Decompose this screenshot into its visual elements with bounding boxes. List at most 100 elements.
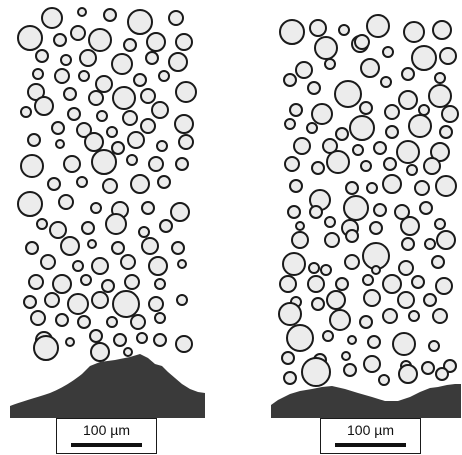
particle-circle xyxy=(306,122,318,134)
particle-circle xyxy=(439,47,457,65)
particle-circle xyxy=(106,126,118,138)
particle-circle xyxy=(175,335,193,353)
particle-circle xyxy=(338,24,350,36)
particle-circle xyxy=(65,337,75,347)
particle-circle xyxy=(382,274,402,294)
particle-circle xyxy=(23,295,37,309)
particle-circle xyxy=(347,335,357,345)
particle-circle xyxy=(443,359,457,373)
particle-circle xyxy=(322,138,338,154)
particle-circle xyxy=(146,32,166,52)
particle-circle xyxy=(156,140,168,152)
particle-circle xyxy=(363,289,381,307)
particle-circle xyxy=(359,315,373,329)
particle-circle xyxy=(123,347,133,357)
particle-circle xyxy=(154,278,166,290)
particle-circle xyxy=(89,329,103,343)
particle-circle xyxy=(311,103,333,125)
particle-circle xyxy=(17,191,43,217)
particle-circle xyxy=(436,230,456,250)
particle-circle xyxy=(419,201,433,215)
particle-circle xyxy=(434,72,446,84)
particle-circle xyxy=(111,53,133,75)
particle-circle xyxy=(278,302,302,326)
particle-circle xyxy=(76,122,92,138)
particle-circle xyxy=(352,144,364,156)
particle-circle xyxy=(400,216,420,236)
particle-circle xyxy=(91,257,109,275)
particle-circle xyxy=(293,137,311,155)
particle-circle xyxy=(408,310,420,322)
particle-circle xyxy=(67,107,81,121)
particle-circle xyxy=(111,241,125,255)
particle-circle xyxy=(153,333,167,347)
particle-circle xyxy=(55,139,65,149)
particle-circle xyxy=(373,141,387,155)
particle-circle xyxy=(359,101,373,115)
particle-circle xyxy=(140,88,156,104)
particle-circle xyxy=(120,254,136,270)
particle-circle xyxy=(392,332,416,356)
particle-circle xyxy=(322,330,334,342)
particle-circle xyxy=(148,156,164,172)
particle-circle xyxy=(335,277,349,291)
particle-circle xyxy=(111,141,125,155)
particle-circle xyxy=(324,58,336,70)
particle-circle xyxy=(360,160,372,172)
particle-circle xyxy=(52,274,72,294)
particle-circle xyxy=(283,73,297,87)
particle-circle xyxy=(382,46,394,58)
deposit-right xyxy=(271,384,461,418)
particle-circle xyxy=(87,239,97,249)
particle-circle xyxy=(432,308,448,324)
particle-circle xyxy=(428,340,440,352)
particle-circle xyxy=(174,114,194,134)
particle-circle xyxy=(122,110,138,126)
particle-circle xyxy=(77,7,87,17)
particle-circle xyxy=(324,232,340,248)
particle-circle xyxy=(382,174,402,194)
particle-circle xyxy=(17,25,43,51)
particle-circle xyxy=(326,150,350,174)
particle-circle xyxy=(20,106,32,118)
scale-bar-line xyxy=(71,443,142,447)
particle-circle xyxy=(435,367,449,381)
particle-circle xyxy=(158,70,170,82)
particle-circle xyxy=(76,176,88,188)
particle-circle xyxy=(106,316,118,328)
particle-circle xyxy=(41,7,63,29)
particle-circle xyxy=(130,174,150,194)
particle-circle xyxy=(439,125,453,139)
particle-circle xyxy=(123,38,137,52)
particle-circle xyxy=(398,260,414,276)
particle-circle xyxy=(324,216,336,228)
particle-circle xyxy=(281,351,295,365)
particle-circle xyxy=(314,36,338,60)
particle-circle xyxy=(90,202,102,214)
particle-circle xyxy=(133,73,147,87)
particle-circle xyxy=(283,371,297,385)
particle-circle xyxy=(366,14,390,38)
particle-circle xyxy=(36,218,48,230)
particle-circle xyxy=(25,241,39,255)
particle-circle xyxy=(326,290,346,310)
particle-circle xyxy=(148,256,168,276)
particle-circle xyxy=(101,279,115,293)
particle-circle xyxy=(91,149,117,175)
particle-circle xyxy=(60,54,72,66)
particle-circle xyxy=(103,8,117,22)
particle-circle xyxy=(295,61,313,79)
particle-circle xyxy=(286,324,314,352)
particle-circle xyxy=(408,114,432,138)
particle-circle xyxy=(430,142,450,162)
particle-circle xyxy=(67,293,89,315)
particle-circle xyxy=(382,308,398,324)
particle-circle xyxy=(380,76,392,88)
particle-circle xyxy=(360,58,380,78)
particle-circle xyxy=(88,28,112,52)
particle-circle xyxy=(289,103,303,117)
particle-circle xyxy=(138,226,150,238)
particle-circle xyxy=(341,351,351,361)
particle-circle xyxy=(84,132,104,152)
